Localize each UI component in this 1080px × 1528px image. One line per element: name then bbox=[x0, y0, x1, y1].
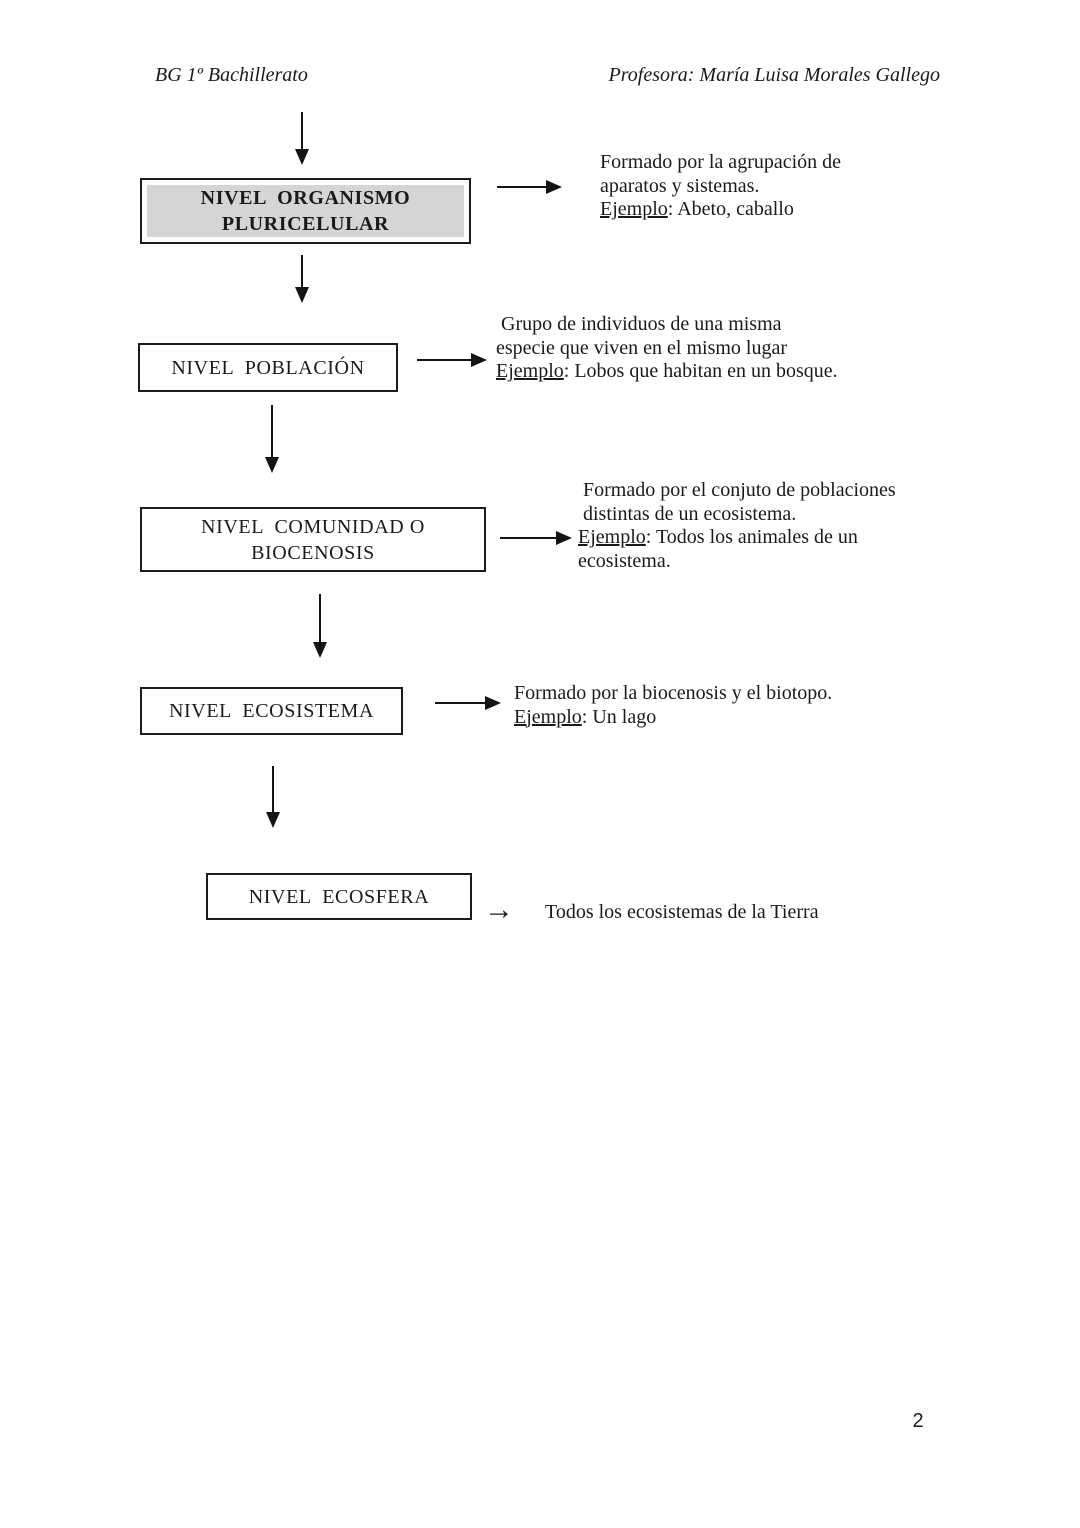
node-label-line: NIVEL ECOSISTEMA bbox=[168, 700, 374, 722]
desc-line: distintas de un ecosistema. bbox=[578, 503, 896, 527]
right-arrow-2 bbox=[417, 353, 487, 367]
desc-text: especie que viven en el mismo lugar bbox=[496, 336, 788, 359]
desc-line: Formado por el conjuto de poblaciones bbox=[578, 479, 896, 503]
node-emphasis-fill: NIVEL ORGANISMO PLURICELULAR bbox=[147, 185, 464, 237]
desc-line: Ejemplo: Un lago bbox=[514, 706, 832, 730]
right-arrow-4 bbox=[435, 696, 501, 710]
desc-line: Formado por la agrupación de bbox=[600, 151, 841, 175]
header-course: BG 1º Bachillerato bbox=[155, 64, 308, 86]
node-label-line: NIVEL COMUNIDAD O bbox=[201, 515, 425, 538]
desc-line: Ejemplo: Lobos que habitan en un bosque. bbox=[496, 360, 838, 384]
node-label-line: NIVEL ECOSFERA bbox=[248, 885, 430, 908]
desc-line: Ejemplo: Abeto, caballo bbox=[600, 198, 841, 222]
node-label-line: PLURICELULAR bbox=[221, 213, 390, 235]
description-ecosistema: Formado por la biocenosis y el biotopo. … bbox=[514, 682, 832, 729]
desc-text: : Un lago bbox=[581, 705, 657, 728]
desc-line: Formado por la biocenosis y el biotopo. bbox=[514, 682, 832, 706]
ejemplo-label: Ejemplo bbox=[514, 705, 582, 728]
desc-text: Formado por el conjuto de poblaciones bbox=[578, 479, 896, 501]
desc-text: ecosistema. bbox=[578, 549, 671, 572]
desc-text: distintas de un ecosistema. bbox=[578, 502, 797, 525]
desc-line: Ejemplo: Todos los animales de un bbox=[578, 526, 896, 550]
desc-text: Grupo de individuos de una misma bbox=[496, 313, 782, 335]
node-nivel-poblacion: NIVEL POBLACIÓN bbox=[138, 343, 398, 392]
page-number: 2 bbox=[912, 1410, 924, 1432]
desc-line: aparatos y sistemas. bbox=[600, 175, 841, 199]
node-nivel-ecosfera: NIVEL ECOSFERA bbox=[206, 873, 472, 920]
header-professor: Profesora: María Luisa Morales Gallego bbox=[608, 64, 940, 86]
right-arrow-1 bbox=[497, 180, 562, 194]
down-arrow-1 bbox=[295, 112, 309, 165]
node-nivel-ecosistema: NIVEL ECOSISTEMA bbox=[140, 687, 403, 735]
down-arrow-4 bbox=[313, 594, 327, 658]
description-organismo-pluricelular: Formado por la agrupación de aparatos y … bbox=[600, 151, 841, 222]
ejemplo-label: Ejemplo bbox=[578, 526, 646, 548]
right-arrow-3 bbox=[500, 531, 572, 545]
desc-text: aparatos y sistemas. bbox=[600, 174, 760, 197]
desc-line: Todos los ecosistemas de la Tierra bbox=[545, 901, 819, 925]
description-comunidad: Formado por el conjuto de poblaciones di… bbox=[578, 479, 896, 573]
right-arrow-glyph: → bbox=[484, 893, 514, 926]
desc-text: : Lobos que habitan en un bosque. bbox=[563, 360, 838, 382]
desc-line: Grupo de individuos de una misma bbox=[496, 313, 838, 337]
down-arrow-5 bbox=[266, 766, 280, 828]
node-nivel-comunidad-biocenosis: NIVEL COMUNIDAD O BIOCENOSIS bbox=[140, 507, 486, 572]
desc-line: ecosistema. bbox=[578, 550, 896, 574]
ejemplo-label: Ejemplo bbox=[600, 198, 668, 220]
down-arrow-3 bbox=[265, 405, 279, 473]
desc-line: especie que viven en el mismo lugar bbox=[496, 337, 838, 361]
desc-text: Todos los ecosistemas de la Tierra bbox=[545, 901, 819, 923]
down-arrow-2 bbox=[295, 255, 309, 303]
node-label-line: NIVEL POBLACIÓN bbox=[171, 356, 365, 379]
ejemplo-label: Ejemplo bbox=[496, 360, 564, 382]
node-label-line: NIVEL ORGANISMO bbox=[200, 187, 411, 209]
description-ecosfera: Todos los ecosistemas de la Tierra bbox=[545, 901, 819, 925]
node-label-line: BIOCENOSIS bbox=[251, 541, 375, 564]
desc-text: Formado por la biocenosis y el biotopo. bbox=[514, 682, 833, 704]
description-poblacion: Grupo de individuos de una misma especie… bbox=[496, 313, 838, 384]
desc-text: : Abeto, caballo bbox=[667, 198, 794, 220]
node-nivel-organismo-pluricelular: NIVEL ORGANISMO PLURICELULAR bbox=[140, 178, 471, 244]
desc-text: Formado por la agrupación de bbox=[600, 151, 842, 173]
desc-text: : Todos los animales de un bbox=[645, 526, 858, 548]
